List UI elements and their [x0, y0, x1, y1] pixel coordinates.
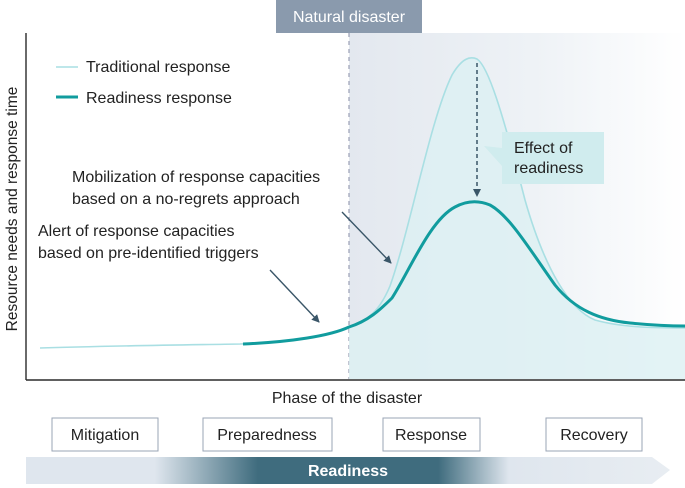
- phase-recovery: Recovery: [545, 417, 643, 452]
- traditional-response-curve: [39, 57, 685, 349]
- phase-preparedness-label: Preparedness: [217, 427, 317, 444]
- phase-response: Response: [382, 417, 481, 452]
- legend-traditional-label: Traditional response: [86, 59, 230, 76]
- legend-readiness-label: Readiness response: [86, 90, 232, 107]
- disaster-label: Natural disaster: [293, 9, 406, 26]
- alert-pointer: [269, 269, 320, 323]
- readiness-arrow-label: Readiness: [308, 463, 388, 480]
- y-axis-label: Resource needs and response time: [4, 87, 21, 332]
- alert-label-line2: based on pre-identified triggers: [38, 245, 259, 262]
- phase-preparedness: Preparedness: [202, 417, 333, 452]
- disaster-label-box: [276, 0, 422, 33]
- traditional-fill: [349, 57, 685, 379]
- mobilization-pointer: [341, 211, 392, 264]
- mobilization-label-line2: based on a no-regrets approach: [72, 191, 300, 208]
- phase-response-label: Response: [395, 427, 467, 444]
- x-axis-label: Phase of the disaster: [272, 390, 423, 407]
- phase-mitigation: Mitigation: [51, 417, 159, 452]
- effect-callout-box: [484, 132, 604, 184]
- mobilization-label-line1: Mobilization of response capacities: [72, 169, 320, 186]
- phase-recovery-label: Recovery: [560, 427, 628, 444]
- readiness-arrow: [26, 457, 670, 484]
- phase-mitigation-label: Mitigation: [71, 427, 139, 444]
- alert-label-line1: Alert of response capacities: [38, 223, 235, 240]
- readiness-response-curve: [242, 200, 685, 346]
- effect-label-line1: Effect of: [514, 140, 573, 157]
- effect-label-line2: readiness: [514, 160, 583, 177]
